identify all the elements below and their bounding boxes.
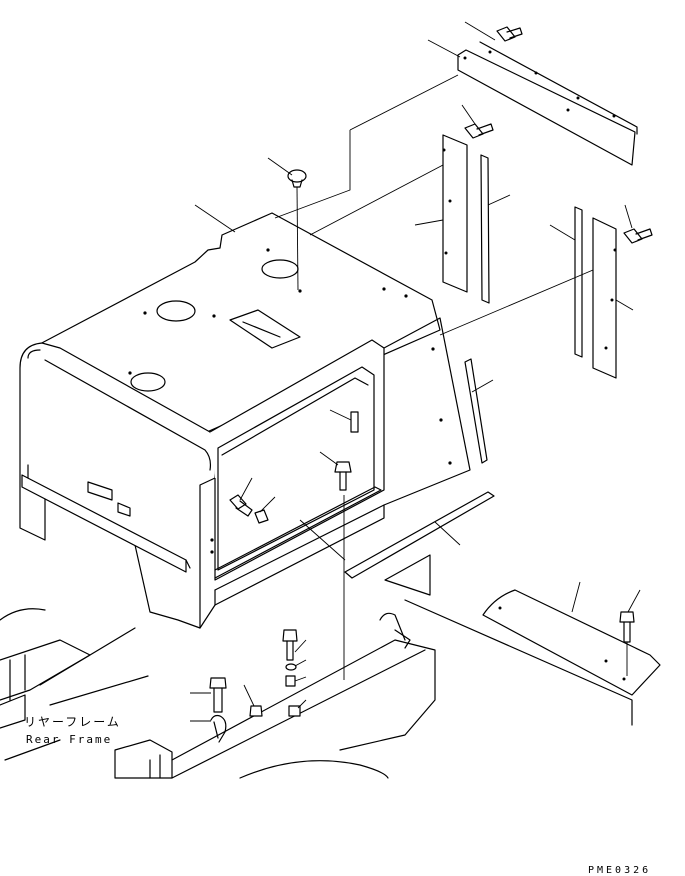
rear-frame-label-en: Rear Frame <box>26 733 113 746</box>
cover-plate <box>404 589 661 726</box>
side-channel-lower <box>214 486 495 596</box>
front-rail <box>21 464 191 573</box>
rear-frame <box>0 608 436 779</box>
rear-frame-label-jp: リヤーフレーム <box>24 715 121 729</box>
drawing-code: PME0326 <box>588 865 652 876</box>
leader-lines <box>190 21 641 722</box>
hood-body <box>19 212 471 629</box>
side-panels <box>442 134 617 464</box>
rear-panel-upper <box>457 41 638 166</box>
fasteners <box>209 26 653 743</box>
